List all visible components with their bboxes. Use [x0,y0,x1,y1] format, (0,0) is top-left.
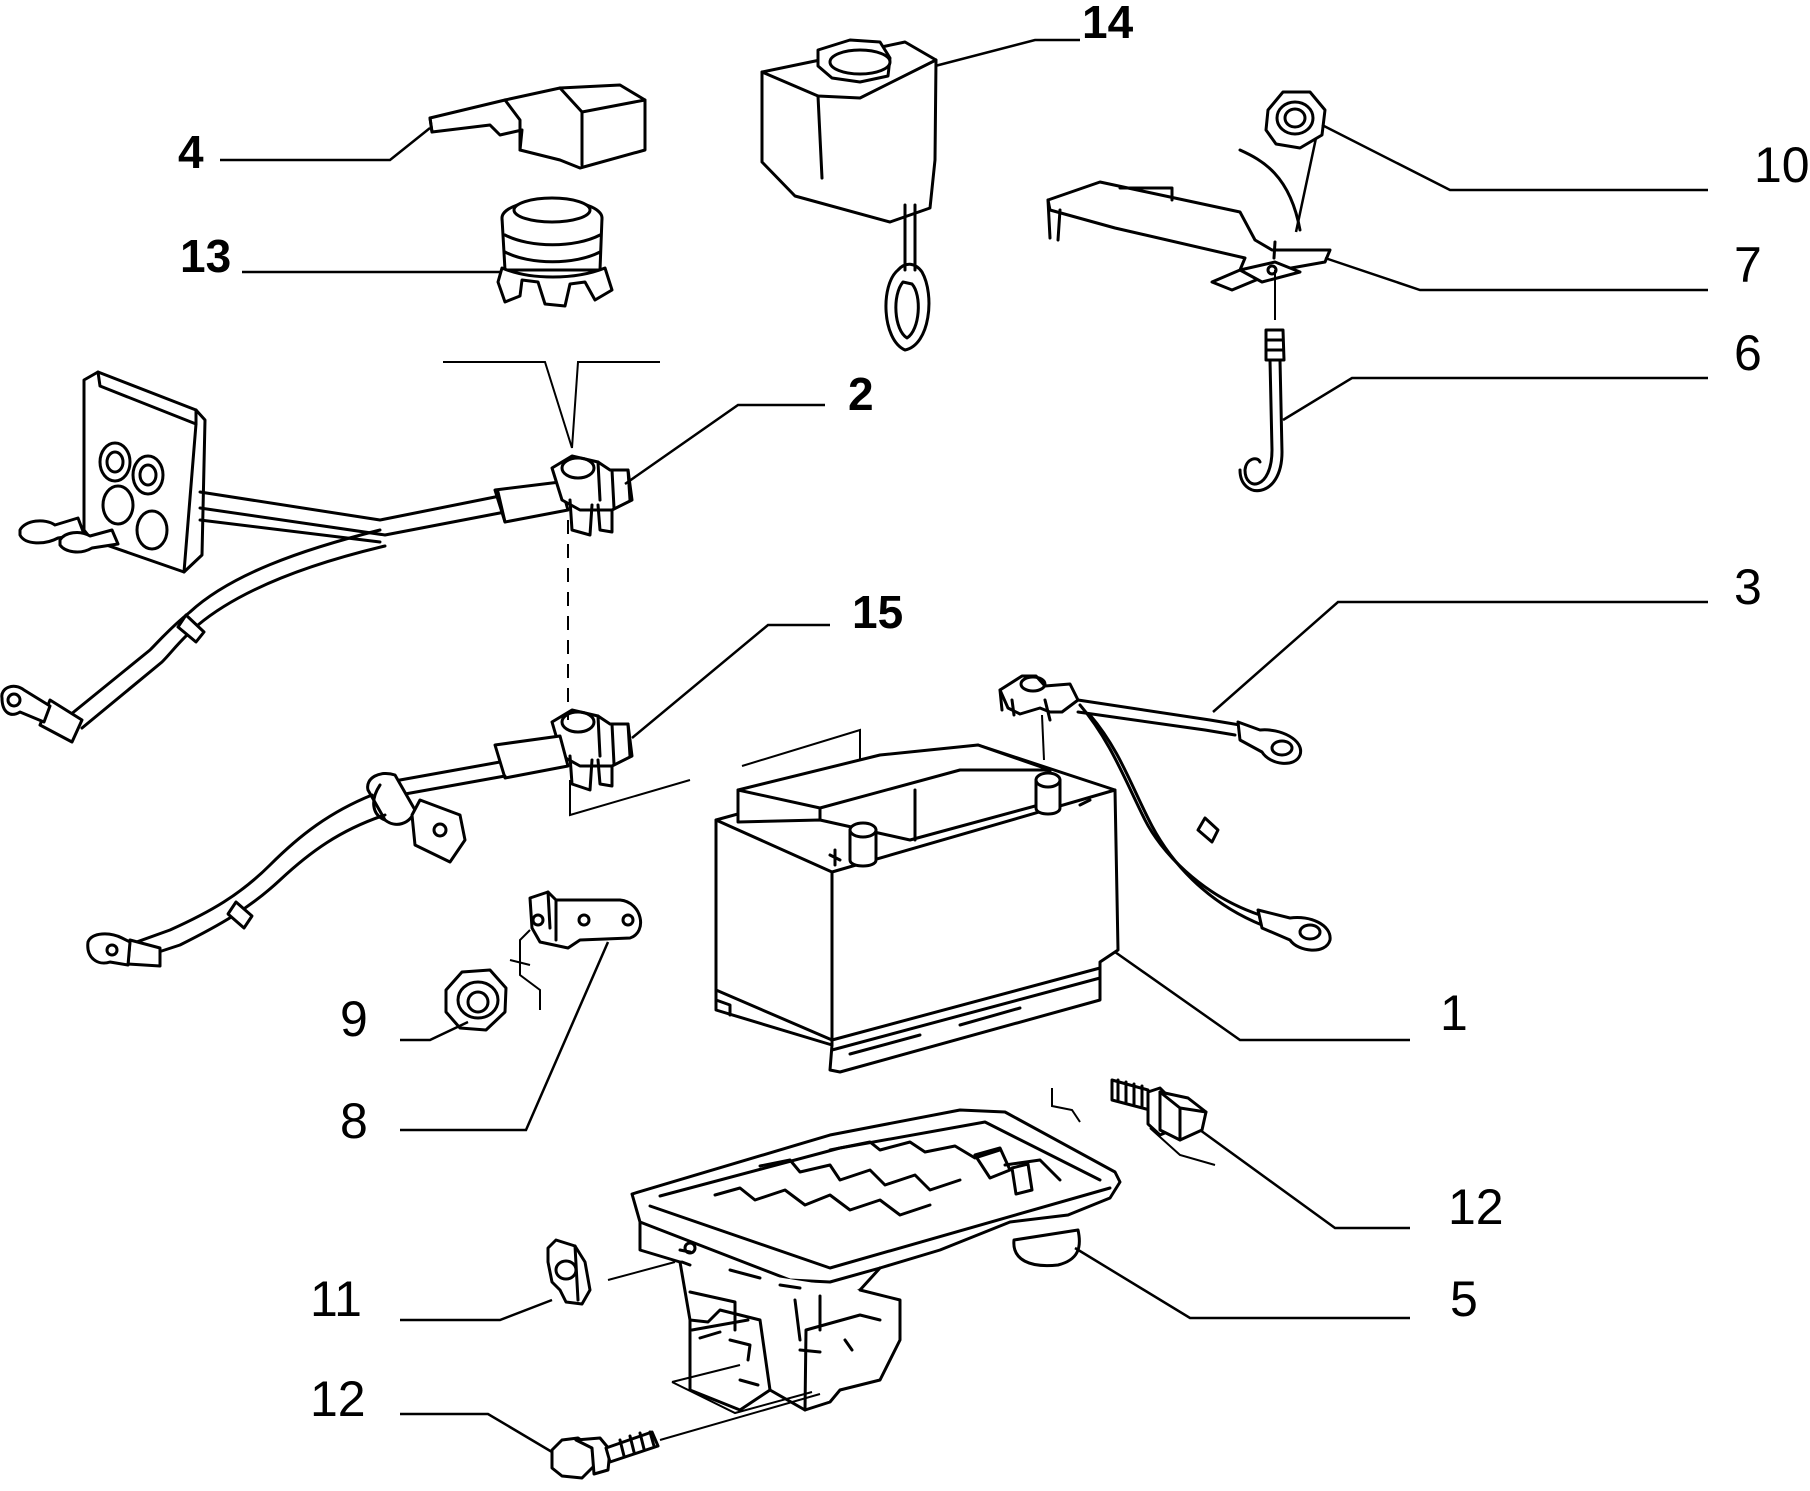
assembly-lines [443,361,861,817]
part-2-cable-clip [550,454,634,537]
part-4-terminal-cover [428,83,647,170]
callout-8: 8 [340,1093,368,1149]
callout-2: 2 [848,368,874,420]
callout-7: 7 [1734,237,1762,293]
part-13-terminal-cap [496,196,614,308]
callout-9: 9 [340,991,368,1047]
callout-5: 5 [1450,1271,1478,1327]
part-7-hold-down-bracket [1046,148,1332,292]
part-12-bolt-lower [550,1364,821,1480]
callout-10: 10 [1754,137,1810,193]
part-14-battery-cover [760,38,938,352]
callout-13: 13 [180,230,231,282]
part-1-battery [714,743,1120,1074]
callout-12-lower: 12 [310,1371,366,1427]
callout-14: 14 [1082,0,1134,48]
callout-12-upper: 12 [1448,1179,1504,1235]
part-9-nut [444,968,508,1032]
callout-3: 3 [1734,559,1762,615]
callout-4: 4 [178,126,204,178]
callout-15: 15 [852,586,903,638]
part-11-clip-nut [546,1238,676,1306]
part-6-j-bolt [1238,270,1286,493]
callout-6: 6 [1734,325,1762,381]
part-5-battery-tray [630,1108,1122,1412]
part-15-negative-cable [86,708,634,968]
part-8-bracket [509,890,642,1010]
part-3-ground-cable [998,674,1332,952]
callout-11: 11 [310,1271,362,1327]
part-10-nut [1264,90,1327,150]
part-2-positive-cable [0,370,570,744]
callout-1: 1 [1440,985,1468,1041]
callouts: 14 4 13 10 7 6 2 15 3 1 9 8 12 5 11 12 [178,0,1810,1454]
part-12-screw-upper [1051,1078,1216,1166]
